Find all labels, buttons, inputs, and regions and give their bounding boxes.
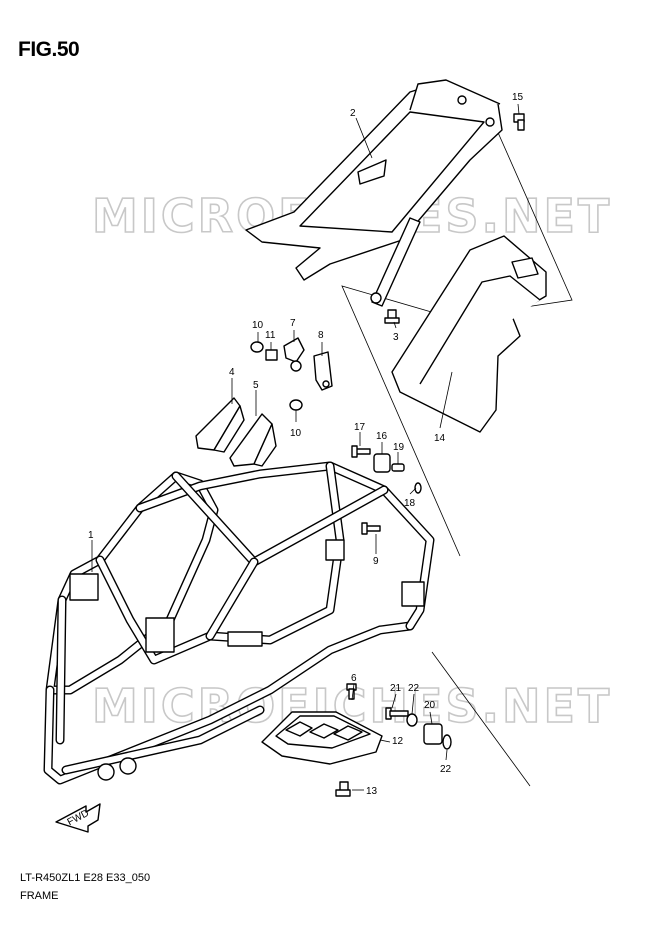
footrest-12 bbox=[261, 711, 383, 765]
bolt-17 bbox=[351, 445, 371, 458]
callout-3: 3 bbox=[393, 332, 399, 343]
callout-labels: 1 2 3 4 5 6 7 8 9 10 10 11 12 13 14 15 1… bbox=[88, 92, 524, 797]
callout-1: 1 bbox=[88, 530, 94, 541]
callout-8: 8 bbox=[318, 330, 324, 341]
washer-22-lower bbox=[442, 734, 452, 750]
washer-10-upper bbox=[250, 341, 264, 353]
bolt-13 bbox=[335, 781, 351, 797]
callout-leaders bbox=[91, 103, 520, 791]
cushion-20 bbox=[423, 723, 443, 745]
callout-2: 2 bbox=[350, 108, 356, 119]
bracket-7 bbox=[283, 337, 305, 372]
washer-22-upper bbox=[406, 713, 418, 727]
bracket-5 bbox=[229, 413, 277, 467]
callout-21: 21 bbox=[390, 683, 402, 694]
callout-17: 17 bbox=[354, 422, 366, 433]
bolt-15 bbox=[513, 113, 525, 131]
bolt-3 bbox=[384, 309, 400, 324]
rear-frame bbox=[245, 79, 503, 307]
bolt-9 bbox=[361, 522, 381, 535]
footer-model-code: LT-R450ZL1 E28 E33_050 bbox=[20, 872, 151, 884]
callout-18: 18 bbox=[404, 498, 416, 509]
callout-13: 13 bbox=[366, 786, 378, 797]
callout-6: 6 bbox=[351, 673, 357, 684]
callout-4: 4 bbox=[229, 367, 235, 378]
callout-19: 19 bbox=[393, 442, 405, 453]
fwd-arrow: FWD bbox=[55, 803, 101, 833]
cushion-11 bbox=[265, 349, 278, 361]
rear-fender bbox=[391, 235, 547, 433]
bolt-21 bbox=[385, 707, 409, 720]
callout-12: 12 bbox=[392, 736, 404, 747]
cushion-16 bbox=[373, 453, 391, 473]
footer-section-name: FRAME bbox=[20, 890, 59, 902]
callout-10-lower: 10 bbox=[290, 428, 302, 439]
washer-10-lower bbox=[289, 399, 303, 411]
callout-5: 5 bbox=[253, 380, 259, 391]
figure-title: FIG.50 bbox=[18, 38, 80, 61]
callout-14: 14 bbox=[434, 433, 446, 444]
main-frame bbox=[43, 461, 435, 785]
callout-20: 20 bbox=[424, 700, 436, 711]
collar-19 bbox=[391, 463, 405, 472]
callout-22-upper: 22 bbox=[408, 683, 420, 694]
bracket-8 bbox=[313, 351, 333, 391]
callout-16: 16 bbox=[376, 431, 388, 442]
callout-22-lower: 22 bbox=[440, 764, 452, 775]
bolt-6 bbox=[346, 683, 357, 700]
callout-9: 9 bbox=[373, 556, 379, 567]
callout-7: 7 bbox=[290, 318, 296, 329]
callout-10-upper: 10 bbox=[252, 320, 264, 331]
callout-15: 15 bbox=[512, 92, 524, 103]
bracket-4 bbox=[195, 397, 245, 453]
washer-18 bbox=[414, 482, 422, 494]
callout-11: 11 bbox=[265, 330, 276, 341]
